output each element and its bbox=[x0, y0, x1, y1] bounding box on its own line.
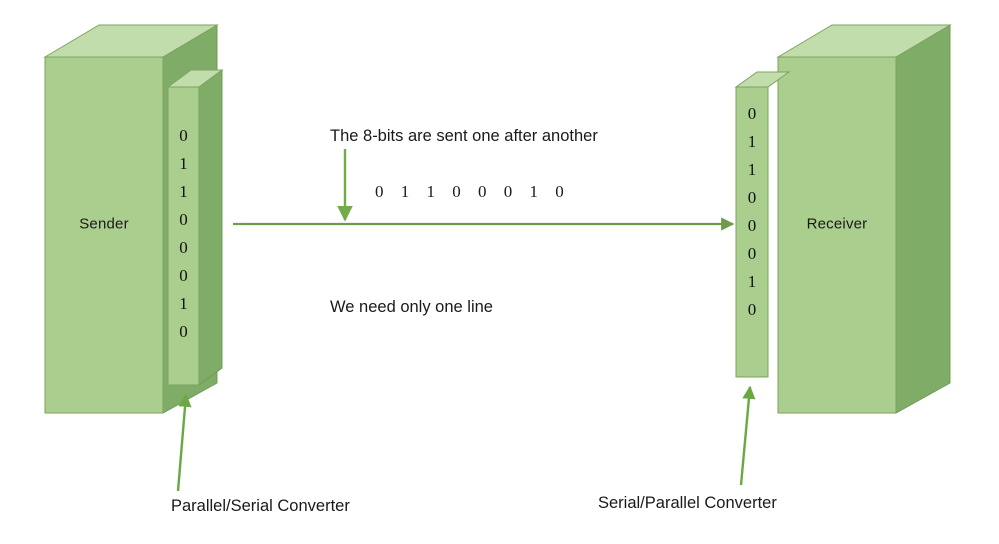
sender-box-front-face bbox=[44, 56, 164, 414]
bit-value: 1 bbox=[179, 154, 188, 173]
sender-label: Sender bbox=[79, 215, 129, 233]
sender-register-front-face bbox=[167, 86, 200, 386]
bit-value: 0 bbox=[747, 188, 757, 207]
receiver-box bbox=[776, 24, 952, 414]
sender-register-bits: 0 1 1 0 0 0 1 0 bbox=[168, 122, 199, 346]
serial-parallel-converter-arrow bbox=[739, 385, 756, 486]
bit-value: 1 bbox=[747, 272, 757, 291]
bit-value: 1 bbox=[747, 160, 757, 179]
sender-register-box bbox=[166, 69, 224, 386]
bit-value: 0 bbox=[747, 300, 757, 319]
bit-value: 0 bbox=[179, 210, 188, 229]
parallel-serial-converter-arrow bbox=[176, 393, 192, 492]
receiver-box-side-face bbox=[895, 24, 951, 414]
caption-one-line: We need only one line bbox=[330, 298, 493, 316]
bit-value: 0 bbox=[179, 322, 188, 341]
bit-value: 1 bbox=[747, 132, 757, 151]
bit-value: 0 bbox=[747, 244, 757, 263]
receiver-register-box bbox=[734, 71, 791, 378]
bit-value: 0 bbox=[747, 104, 757, 123]
receiver-register-front-face bbox=[735, 86, 769, 378]
serial-bit-stream: 0 1 1 0 0 0 1 0 bbox=[375, 182, 571, 201]
bit-value: 1 bbox=[179, 294, 188, 313]
serial-parallel-converter-label: Serial/Parallel Converter bbox=[598, 494, 777, 512]
caption-bits-sent: The 8-bits are sent one after another bbox=[330, 127, 598, 145]
receiver-register-bits: 0 1 1 0 0 0 1 0 bbox=[736, 100, 768, 324]
bit-value: 0 bbox=[179, 238, 188, 257]
receiver-label: Receiver bbox=[806, 215, 868, 233]
bit-value: 0 bbox=[179, 266, 188, 285]
bit-value: 1 bbox=[179, 182, 188, 201]
parallel-serial-converter-label: Parallel/Serial Converter bbox=[171, 497, 350, 515]
receiver-box-front-face bbox=[777, 56, 897, 414]
bit-value: 0 bbox=[179, 126, 188, 145]
sender-register-side-face bbox=[198, 69, 223, 386]
bit-value: 0 bbox=[747, 216, 757, 235]
